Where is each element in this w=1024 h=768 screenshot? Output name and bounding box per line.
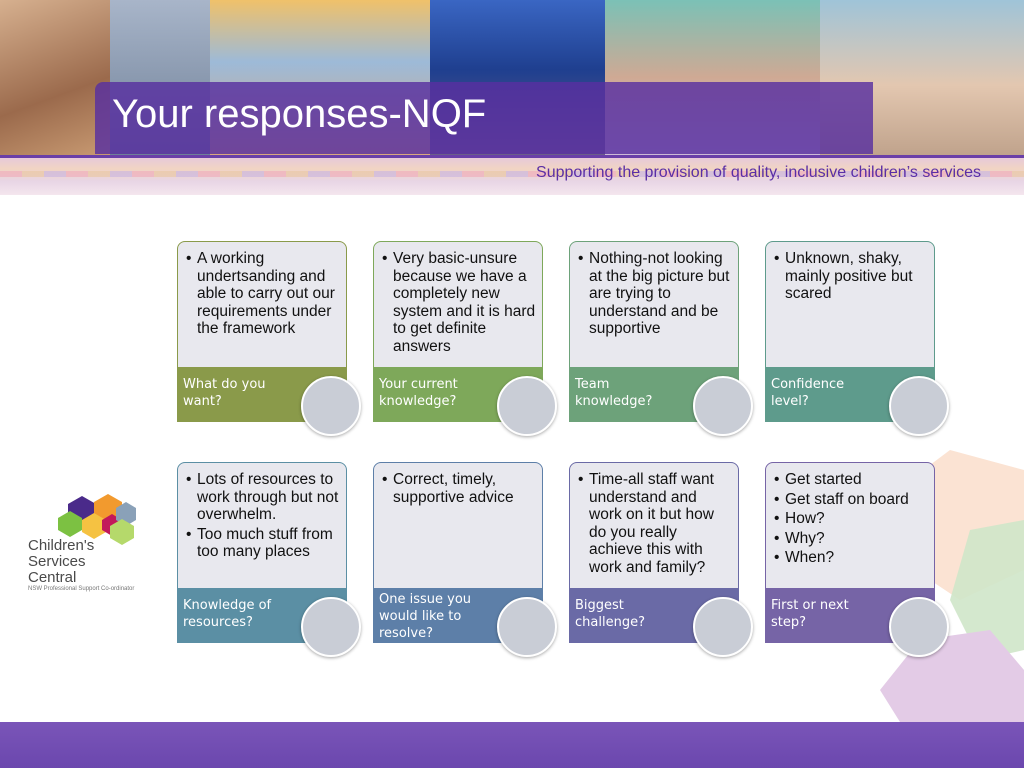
- card-circle: [693, 376, 753, 436]
- card-team-knowledge: Nothing-not looking at the big picture b…: [569, 241, 753, 436]
- decorative-stripe: [0, 155, 1024, 195]
- card-bullet-item: A working undertsanding and able to carr…: [184, 250, 340, 338]
- card-bullets: Very basic-unsure because we have a comp…: [380, 250, 536, 355]
- card-bullet-item: Nothing-not looking at the big picture b…: [576, 250, 732, 338]
- card-bullets: Lots of resources to work through but no…: [184, 471, 340, 561]
- card-bullet-item: Get started: [772, 471, 928, 489]
- card-one-issue: Correct, timely, supportive advice One i…: [373, 462, 557, 657]
- card-question-label: Confidence level?: [771, 377, 845, 409]
- page-subtitle: Supporting the provision of quality, inc…: [536, 164, 981, 181]
- title-bar: [95, 82, 873, 154]
- card-biggest-challenge: Time-all staff want understand and work …: [569, 462, 753, 657]
- card-circle: [301, 597, 361, 657]
- card-question-label: Team knowledge?: [575, 377, 653, 409]
- card-bullet-item: Get staff on board: [772, 491, 928, 509]
- card-response: Unknown, shaky, mainly positive but scar…: [765, 241, 935, 368]
- logo-tagline: NSW Professional Support Co-ordinator: [28, 586, 135, 592]
- card-circle: [693, 597, 753, 657]
- card-bullets: Get startedGet staff on boardHow? Why?Whe…: [772, 471, 928, 567]
- footer-bar: [0, 722, 1024, 768]
- card-bullet-item: Time-all staff want understand and work …: [576, 471, 732, 576]
- page-title: Your responses-NQF: [112, 92, 487, 136]
- card-bullet-item: Too much stuff from too many places: [184, 526, 340, 561]
- childrens-services-central-logo: [58, 494, 136, 545]
- card-question-label: One issue you would like to resolve?: [379, 592, 472, 641]
- card-bullets: Correct, timely, supportive advice: [380, 471, 536, 506]
- logo-line-2: Services: [28, 553, 86, 570]
- card-bullet-item: How?: [772, 510, 928, 528]
- card-question-label: First or next step?: [771, 598, 849, 630]
- card-bullet-item: Lots of resources to work through but no…: [184, 471, 340, 524]
- card-response: Lots of resources to work through but no…: [177, 462, 347, 589]
- card-question-label: Your current knowledge?: [379, 377, 458, 409]
- card-bullets: Time-all staff want understand and work …: [576, 471, 732, 576]
- card-circle: [301, 376, 361, 436]
- card-knowledge-of-resources: Lots of resources to work through but no…: [177, 462, 361, 657]
- logo-line-3: Central: [28, 569, 77, 586]
- card-question-label: Biggest challenge?: [575, 598, 645, 630]
- card-circle: [497, 376, 557, 436]
- card-confidence-level: Unknown, shaky, mainly positive but scar…: [765, 241, 949, 436]
- card-bullet-item: When?: [772, 549, 928, 567]
- card-bullet-item: Why?: [772, 530, 928, 548]
- card-current-knowledge: Very basic-unsure because we have a comp…: [373, 241, 557, 436]
- card-what-do-you-want: A working undertsanding and able to carr…: [177, 241, 361, 436]
- card-bullets: Nothing-not looking at the big picture b…: [576, 250, 732, 338]
- card-circle: [889, 376, 949, 436]
- card-question-label: Knowledge of resources?: [183, 598, 272, 630]
- card-response: A working undertsanding and able to carr…: [177, 241, 347, 368]
- card-response: Get startedGet staff on boardHow? Why?Whe…: [765, 462, 935, 589]
- card-bullet-item: Correct, timely, supportive advice: [380, 471, 536, 506]
- photo-woman-child: [0, 0, 110, 155]
- card-response: Time-all staff want understand and work …: [569, 462, 739, 589]
- card-next-step: Get startedGet staff on boardHow? Why?Whe…: [765, 462, 949, 657]
- card-response: Nothing-not looking at the big picture b…: [569, 241, 739, 368]
- card-circle: [497, 597, 557, 657]
- card-bullets: Unknown, shaky, mainly positive but scar…: [772, 250, 928, 303]
- logo-line-1: Children's: [28, 537, 95, 554]
- card-circle: [889, 597, 949, 657]
- card-response: Very basic-unsure because we have a comp…: [373, 241, 543, 368]
- card-question-label: What do you want?: [183, 377, 266, 409]
- card-bullet-item: Unknown, shaky, mainly positive but scar…: [772, 250, 928, 303]
- card-response: Correct, timely, supportive advice: [373, 462, 543, 589]
- card-bullet-item: Very basic-unsure because we have a comp…: [380, 250, 536, 355]
- card-bullets: A working undertsanding and able to carr…: [184, 250, 340, 338]
- logo-wordmark: Children's Services Central: [28, 538, 94, 586]
